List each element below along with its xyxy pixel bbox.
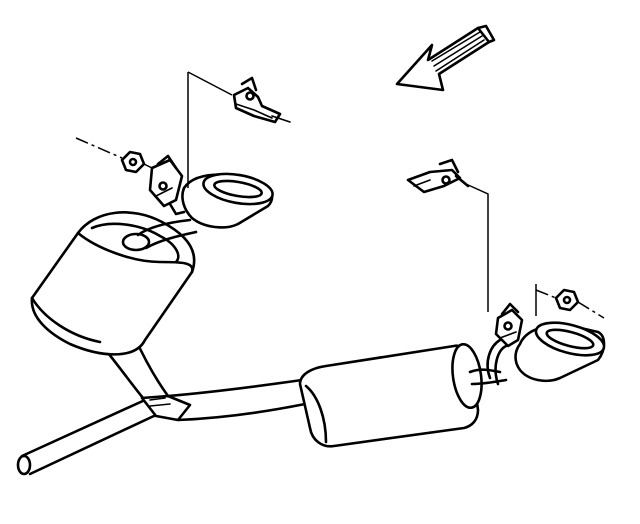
right-leader-lines	[465, 183, 605, 319]
left-leader-lines	[75, 71, 233, 188]
left-upper-hanger-bracket	[232, 76, 291, 124]
right-exhaust-tip	[486, 321, 606, 386]
y-pipe-assembly	[16, 336, 307, 476]
left-exhaust-tip	[181, 172, 274, 229]
left-hanger-nut	[120, 150, 146, 174]
right-lower-hanger-bracket	[494, 302, 524, 348]
right-muffler	[298, 342, 508, 448]
left-muffler	[30, 211, 198, 356]
right-hanger-nut	[554, 288, 580, 312]
right-upper-hanger-bracket	[406, 158, 470, 194]
arrow-left-icon	[395, 24, 496, 92]
left-lower-hanger-bracket	[148, 154, 186, 216]
